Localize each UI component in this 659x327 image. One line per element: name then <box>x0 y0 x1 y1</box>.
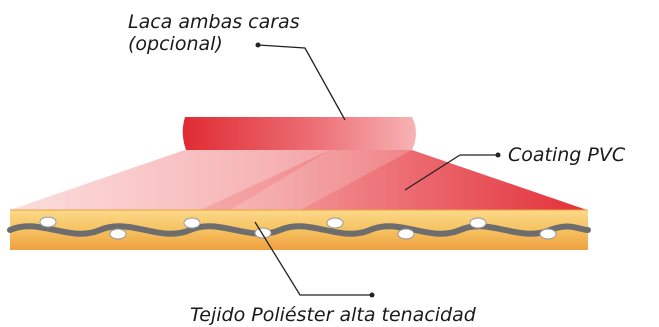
lacquer-leader-dot <box>255 42 261 48</box>
fabric-leader-line <box>254 221 372 296</box>
fiber-dot <box>397 228 415 240</box>
fabric-leader-dot <box>369 292 375 298</box>
fiber-dot <box>539 228 557 240</box>
leader-lines <box>254 44 498 296</box>
polyester-thread <box>7 223 591 237</box>
lacquer-label-line2: (opcional) <box>128 33 223 55</box>
lacquer-leader-line <box>257 44 346 121</box>
fiber-dot <box>109 228 127 240</box>
coating-leader-line <box>404 154 498 191</box>
leader-dots <box>255 42 501 298</box>
coating-label: Coating PVC <box>508 144 626 166</box>
fiber-dot <box>469 217 487 229</box>
pvc-coating-layer <box>10 150 587 210</box>
lacquer-label-line1: Laca ambas caras <box>128 11 300 33</box>
fiber-dot <box>326 217 344 229</box>
fabric-label: Tejido Poliéster alta tenacidad <box>190 304 477 326</box>
coating-leader-dot <box>495 152 501 158</box>
fiber-dot <box>39 216 57 228</box>
fiber-dot <box>183 217 201 229</box>
fiber-dots <box>39 216 557 240</box>
fiber-dot <box>254 227 272 239</box>
coating-highlight <box>10 150 330 210</box>
coating-sheen <box>230 150 412 210</box>
lacquer-layer <box>182 117 416 150</box>
